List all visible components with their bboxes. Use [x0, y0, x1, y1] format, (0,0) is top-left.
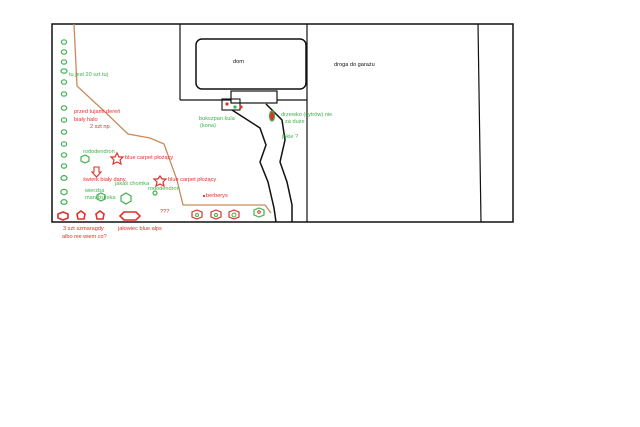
bukszpan-dot-1	[225, 102, 229, 106]
divider-line-far-right	[477, 23, 482, 223]
jalowiec-label: jałowiec blue alps	[117, 226, 162, 232]
plant-mixed-4	[253, 207, 265, 218]
wierzba-marker-1	[96, 192, 106, 202]
swierk-label: świerk biały dany,	[83, 177, 127, 183]
bukszpan-dot-3	[239, 105, 243, 109]
plant-mixed-1	[191, 209, 203, 220]
szmaragd-2	[76, 210, 86, 220]
przed-tujami-label: przed tujami dereń	[74, 109, 120, 115]
plant-mixed-1-inner	[195, 213, 199, 217]
szt2-label: 2 szt np.	[90, 124, 112, 130]
za-duze-label: za duże	[285, 119, 305, 125]
rododendron-marker-2	[152, 190, 158, 196]
mandzurska-label: mandżurska	[85, 195, 116, 201]
plant-mixed-3	[228, 209, 240, 220]
bukszpan-label: bukszpan kula	[199, 116, 236, 122]
berberys-label: berberys	[206, 193, 228, 199]
rododendron-label-1: rododendron	[83, 149, 115, 155]
plant-mixed-2	[210, 209, 222, 220]
plot-border	[51, 23, 514, 223]
bialy-label: biały halo	[74, 117, 98, 123]
wierzba-marker-2	[120, 192, 132, 205]
swierk-arrow	[90, 166, 103, 178]
blue-carpet-star-2	[152, 174, 168, 188]
tuje-row	[60, 39, 68, 206]
blue-carpet-label-2: blue carpet płożący	[168, 177, 216, 183]
blue-carpet-star-1	[109, 151, 125, 166]
berberys-dot	[202, 194, 206, 198]
jakie-label: jakie ?	[281, 134, 298, 140]
driveway-left-edge	[231, 109, 277, 223]
drzewko-leaf	[268, 110, 276, 122]
jakas-chomka-label: jakaś chomka	[114, 181, 150, 187]
szmaragd-3	[95, 210, 105, 220]
rododendron-label-2: rododendron	[148, 186, 180, 192]
droga-label: droga do garażu	[334, 62, 375, 68]
blue-carpet-label-1: blue carpet płożący	[125, 155, 173, 161]
kona-label: (kona)	[200, 123, 216, 129]
house	[195, 38, 307, 90]
bukszpan-dot-2	[233, 105, 237, 109]
rododendron-marker	[80, 154, 90, 164]
szmaragd-1	[57, 211, 69, 221]
porch-step	[221, 98, 241, 111]
plant-mixed-4-inner	[257, 210, 261, 214]
garden-path	[73, 23, 272, 214]
drzewko-label: drzewko (cytrów) nie	[281, 112, 332, 118]
tuje-label: tu jest 20 szt tuj	[69, 72, 108, 78]
plant-mixed-3-inner	[231, 212, 237, 218]
jalowiec-marker	[118, 211, 142, 221]
porch	[230, 90, 278, 104]
szmaragdy-label: 3 szt szmaragdy	[63, 226, 104, 232]
wierzba-label: wierzba	[84, 188, 105, 194]
question-marks-label: ???	[160, 209, 169, 215]
albo-nie-label: albo nie wiem co?	[62, 234, 107, 240]
dom-label: dom	[233, 59, 244, 65]
driveway-right-edge	[265, 103, 293, 222]
plant-mixed-2-inner	[214, 213, 218, 217]
